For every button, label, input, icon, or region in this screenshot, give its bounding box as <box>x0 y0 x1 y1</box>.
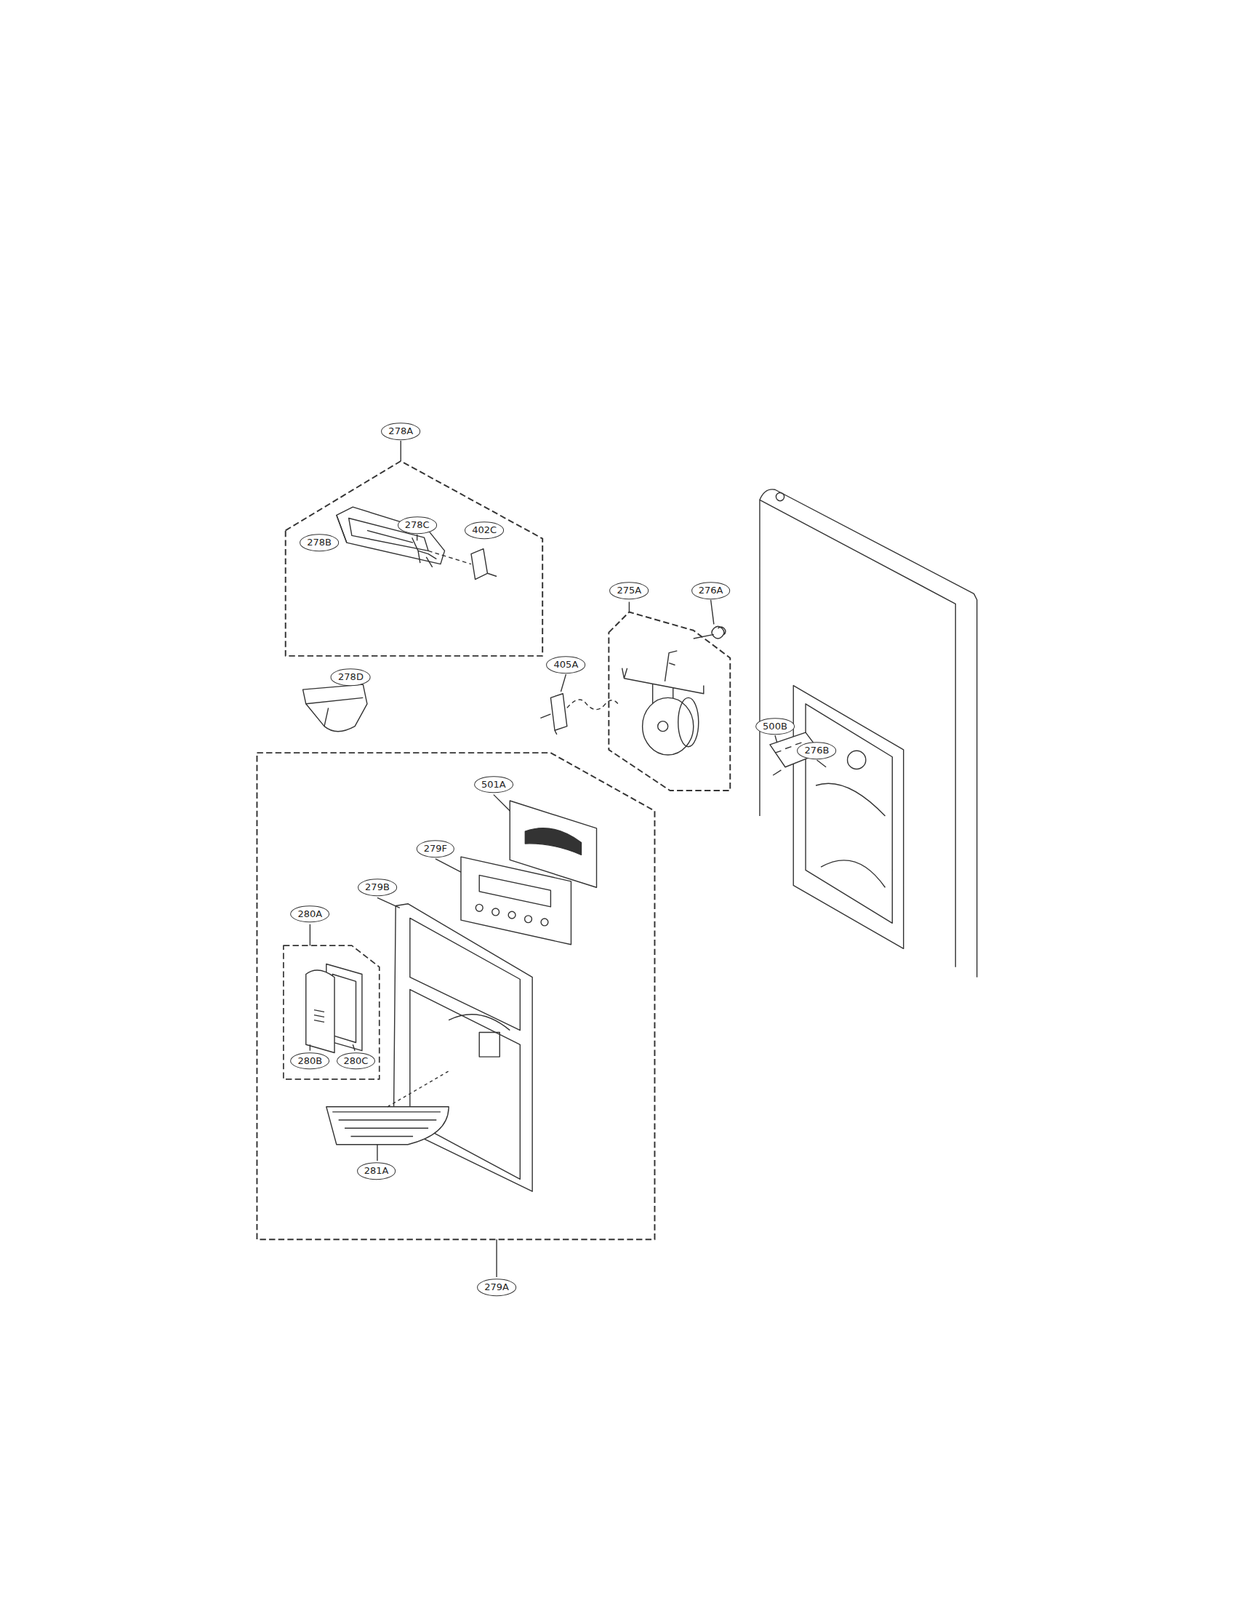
callout-number: 278D <box>330 668 371 687</box>
callout-number: 275A <box>610 581 650 600</box>
callout-number: 279F <box>416 839 455 858</box>
callout-number: 402C <box>464 522 504 540</box>
callout-number: 500B <box>755 717 795 736</box>
callout-number: 280C <box>336 1052 376 1070</box>
callout-number: 279B <box>357 878 397 896</box>
callout-number: 278B <box>299 533 339 552</box>
callout-number: 501A <box>474 775 514 794</box>
callout-number: 280B <box>290 1052 331 1070</box>
callout-number: 276A <box>691 581 731 600</box>
callout-number: 276B <box>797 742 837 760</box>
callout-number: 280A <box>290 905 331 923</box>
callout-number: 281A <box>356 1161 397 1180</box>
callout-number: 279A <box>476 1278 517 1296</box>
callout-number: 278A <box>380 423 421 441</box>
callout-number: 278C <box>397 516 437 535</box>
callout-number: 405A <box>546 656 587 674</box>
